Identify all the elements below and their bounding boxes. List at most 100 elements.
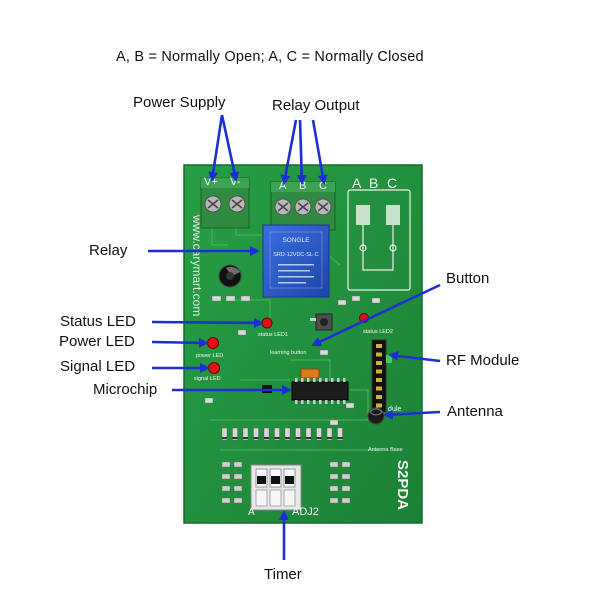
abc-silk-block xyxy=(347,189,411,291)
antenna-base xyxy=(367,407,385,425)
silk-status-led1: status LED1 xyxy=(258,332,288,338)
diode xyxy=(253,427,259,441)
chip-pin xyxy=(331,400,334,404)
diode-band xyxy=(337,437,343,439)
arrow-status-led xyxy=(151,317,264,328)
label-rf-module: RF Module xyxy=(446,352,520,369)
chip-pin xyxy=(313,378,316,382)
silk-learning-button: learning button xyxy=(270,350,306,356)
arrow-antenna xyxy=(383,409,441,420)
resistor-pad xyxy=(341,485,351,492)
chip-pin xyxy=(325,400,328,404)
chip-pin xyxy=(313,400,316,404)
arrow-power-led xyxy=(151,337,209,348)
chip-pin xyxy=(295,378,298,382)
orange-component xyxy=(300,368,320,379)
chip-pin xyxy=(301,378,304,382)
chip-pin xyxy=(337,400,340,404)
resistor-pad xyxy=(221,485,231,492)
resistor-pad xyxy=(329,497,339,504)
silk-power-led: power LED xyxy=(196,353,223,359)
relay-brand: SONGLE xyxy=(282,237,310,244)
signal-led xyxy=(208,362,220,374)
label-relay: Relay xyxy=(89,242,128,259)
chip-pin xyxy=(307,378,310,382)
resistor-pad xyxy=(233,461,243,468)
board-model: S2PDA xyxy=(394,460,411,510)
resistor-pad xyxy=(341,497,351,504)
silk-adj2: ADJ2 xyxy=(292,506,319,518)
rf-pin xyxy=(376,369,382,374)
power-led xyxy=(207,337,219,349)
diode xyxy=(284,427,291,441)
chip-pin xyxy=(337,378,340,382)
power-terminal-block xyxy=(200,177,250,229)
chip-pin xyxy=(343,400,346,404)
rf-pin xyxy=(376,403,382,408)
diode-row xyxy=(221,427,343,441)
label-power-supply: Power Supply xyxy=(133,94,226,111)
relay-component xyxy=(262,224,330,298)
rf-pin xyxy=(376,386,382,391)
resistor-pad xyxy=(221,497,231,504)
label-relay-output: Relay Output xyxy=(272,97,360,114)
chip-pin xyxy=(319,400,322,404)
arrow-rf-module xyxy=(388,350,441,363)
diode-band xyxy=(295,437,301,439)
diode-band xyxy=(285,437,290,439)
diode-band xyxy=(306,437,311,439)
diode xyxy=(274,427,280,441)
rf-pin xyxy=(376,352,382,357)
chip-pin xyxy=(319,378,322,382)
chip-pin xyxy=(301,400,304,404)
abc-silk-c: C xyxy=(387,175,397,191)
resistor-pad xyxy=(233,473,243,480)
silk-antenna-base: Antenna Base xyxy=(368,447,403,453)
label-power-led: Power LED xyxy=(59,333,135,350)
label-microchip: Microchip xyxy=(93,381,158,398)
silk-module: dule xyxy=(388,406,401,413)
resistor-pad xyxy=(341,461,351,468)
diode xyxy=(305,427,312,441)
relay-fine-print xyxy=(278,264,314,284)
label-signal-led: Signal LED xyxy=(60,358,136,375)
abc-silk-a: A xyxy=(352,175,362,191)
terminal-label-a: A xyxy=(279,180,287,192)
header-note: A, B = Normally Open; A, C = Normally Cl… xyxy=(116,49,424,65)
arrow-relay-output-c xyxy=(311,119,328,185)
rf-pin xyxy=(376,344,382,348)
diode xyxy=(221,427,228,441)
chip-pin xyxy=(307,400,310,404)
chip-pin xyxy=(331,378,334,382)
resistor-pad xyxy=(329,473,339,480)
diode-band xyxy=(253,437,259,439)
label-button: Button xyxy=(446,270,490,287)
arrow-relay-output-a xyxy=(280,119,298,185)
diode-band xyxy=(222,437,227,439)
resistor-pads xyxy=(221,461,351,504)
label-status-led: Status LED xyxy=(60,313,136,330)
diode-band xyxy=(232,437,238,439)
diode-band xyxy=(274,437,280,439)
diode-band xyxy=(327,437,332,439)
resistor-pad xyxy=(341,473,351,480)
silk-signal-led: signal LED xyxy=(194,376,221,382)
relay-terminal-block xyxy=(270,181,336,231)
diode xyxy=(295,427,301,441)
diode-band xyxy=(264,437,269,439)
arrow-power-supply-1 xyxy=(208,114,224,182)
diode xyxy=(326,427,333,441)
abc-silk-letters: A B C xyxy=(352,175,397,191)
board-watermark: www.carymart.com xyxy=(190,214,204,316)
terminal-label-vminus: V- xyxy=(230,176,241,188)
diode xyxy=(232,427,238,441)
resistor-pad xyxy=(233,485,243,492)
microchip xyxy=(291,378,349,404)
resistor-pad xyxy=(329,485,339,492)
status-led1 xyxy=(261,317,273,329)
diode-band xyxy=(243,437,248,439)
electrolytic-capacitor xyxy=(218,264,242,288)
chip-pin xyxy=(325,378,328,382)
rf-pin xyxy=(376,378,382,382)
